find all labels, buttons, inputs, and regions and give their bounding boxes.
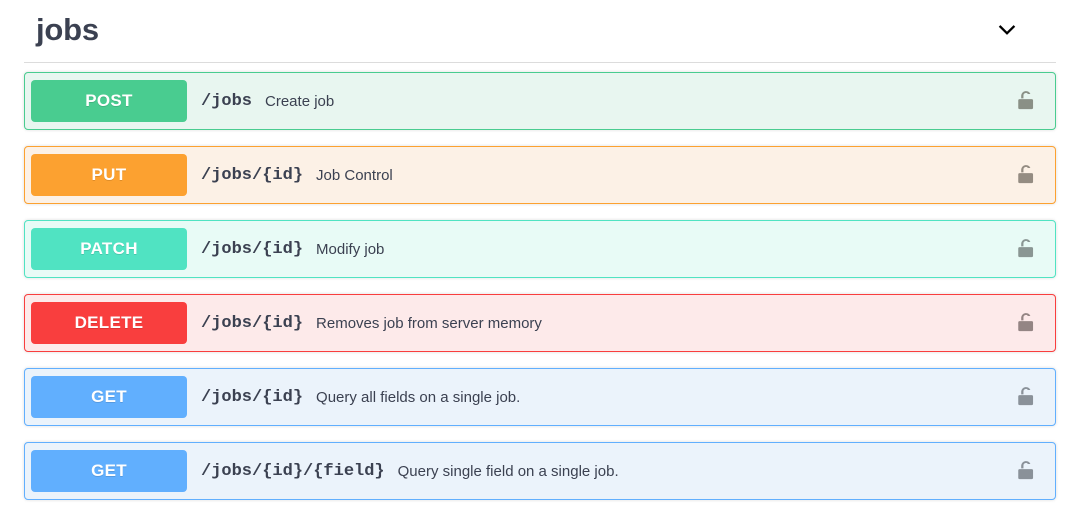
tag-header-controls — [996, 19, 1056, 43]
chevron-down-icon[interactable] — [996, 19, 1018, 41]
operation-summary: Modify job — [316, 240, 385, 258]
operations-list: POST /jobs Create job PUT /jobs/{id} Job… — [0, 72, 1080, 500]
unlocked-padlock-icon — [1018, 239, 1034, 258]
operation-path: /jobs/{id}/{field} — [201, 461, 385, 481]
operation-path: /jobs/{id} — [201, 239, 304, 259]
method-badge-get: GET — [31, 376, 187, 418]
operation-row-post-jobs[interactable]: POST /jobs Create job — [24, 72, 1056, 130]
authorization-button[interactable] — [1003, 459, 1055, 483]
operation-summary: Create job — [265, 92, 335, 110]
operation-row-get-jobs-id-field[interactable]: GET /jobs/{id}/{field} Query single fiel… — [24, 442, 1056, 500]
authorization-button[interactable] — [1003, 89, 1055, 113]
operation-summary: Job Control — [316, 166, 393, 184]
operation-summary: Removes job from server memory — [316, 314, 542, 332]
tag-header-jobs[interactable]: jobs — [24, 0, 1056, 63]
operation-path: /jobs/{id} — [201, 313, 304, 333]
method-badge-delete: DELETE — [31, 302, 187, 344]
operation-row-delete-jobs-id[interactable]: DELETE /jobs/{id} Removes job from serve… — [24, 294, 1056, 352]
method-badge-get: GET — [31, 450, 187, 492]
operation-row-get-jobs-id[interactable]: GET /jobs/{id} Query all fields on a sin… — [24, 368, 1056, 426]
authorization-button[interactable] — [1003, 311, 1055, 335]
authorization-button[interactable] — [1003, 237, 1055, 261]
page-title: jobs — [36, 11, 99, 47]
operation-row-patch-jobs-id[interactable]: PATCH /jobs/{id} Modify job — [24, 220, 1056, 278]
method-badge-put: PUT — [31, 154, 187, 196]
unlocked-padlock-icon — [1018, 165, 1034, 184]
unlocked-padlock-icon — [1018, 461, 1034, 480]
operation-summary: Query single field on a single job. — [397, 462, 619, 480]
operation-path: /jobs — [201, 91, 253, 111]
operation-path: /jobs/{id} — [201, 165, 304, 185]
unlocked-padlock-icon — [1018, 91, 1034, 110]
operation-summary: Query all fields on a single job. — [316, 388, 521, 406]
unlocked-padlock-icon — [1018, 313, 1034, 332]
method-badge-patch: PATCH — [31, 228, 187, 270]
unlocked-padlock-icon — [1018, 387, 1034, 406]
operation-path: /jobs/{id} — [201, 387, 304, 407]
authorization-button[interactable] — [1003, 385, 1055, 409]
authorization-button[interactable] — [1003, 163, 1055, 187]
operation-row-put-jobs-id[interactable]: PUT /jobs/{id} Job Control — [24, 146, 1056, 204]
method-badge-post: POST — [31, 80, 187, 122]
